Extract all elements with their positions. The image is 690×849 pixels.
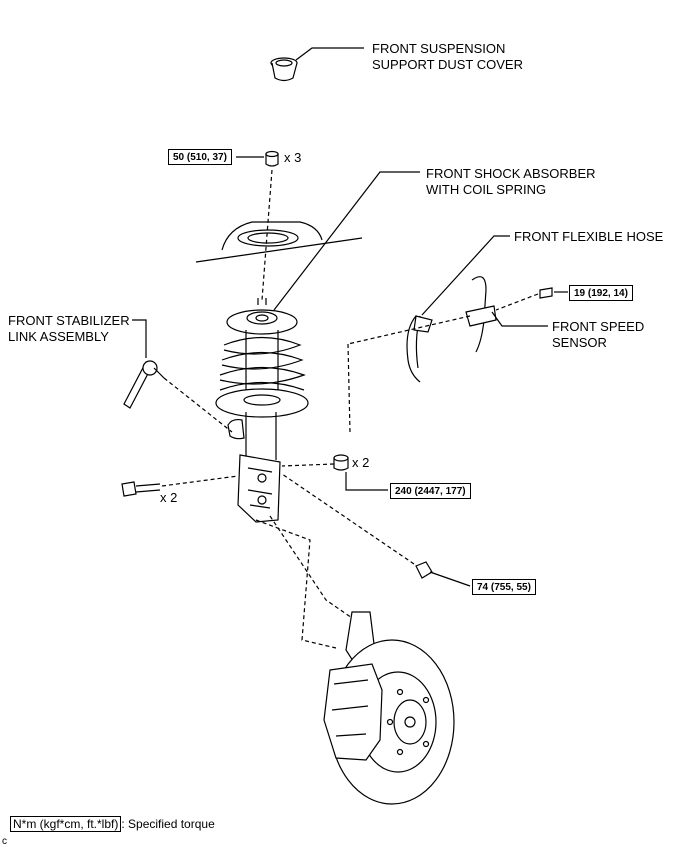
torque-box-top-nut: 50 (510, 37) bbox=[168, 149, 232, 165]
dust-cover-label: FRONT SUSPENSION SUPPORT DUST COVER bbox=[372, 41, 523, 73]
torque-legend: N*m (kgf*cm, ft.*lbf): Specified torque bbox=[10, 816, 215, 832]
torque-box-stabilizer-nut: 74 (755, 55) bbox=[472, 579, 536, 595]
stabilizer-link-label: FRONT STABILIZER LINK ASSEMBLY bbox=[8, 313, 130, 345]
top-nut-part bbox=[265, 150, 279, 167]
stabilizer-link-part bbox=[123, 360, 165, 409]
speed-sensor-part bbox=[465, 276, 497, 353]
stabilizer-link-label-line1: FRONT STABILIZER bbox=[8, 313, 130, 328]
stabilizer-nut-part bbox=[415, 561, 433, 579]
torque-box-sensor-bolt: 19 (192, 14) bbox=[569, 285, 633, 301]
legend-text: : Specified torque bbox=[121, 817, 215, 831]
dust-cover-part bbox=[270, 57, 298, 82]
shock-absorber-label-line2: WITH COIL SPRING bbox=[426, 182, 547, 197]
speed-sensor-label-line1: FRONT SPEED bbox=[552, 319, 645, 334]
body-panel-part bbox=[195, 221, 363, 263]
shock-absorber-part bbox=[215, 298, 309, 523]
shock-absorber-label: FRONT SHOCK ABSORBER WITH COIL SPRING bbox=[426, 166, 596, 198]
torque-box-knuckle-nut: 240 (2447, 177) bbox=[390, 483, 471, 499]
legend-unit-box: N*m (kgf*cm, ft.*lbf) bbox=[10, 816, 122, 832]
speed-sensor-label: FRONT SPEED SENSOR bbox=[552, 319, 644, 351]
knuckle-disc-part bbox=[323, 611, 455, 805]
dust-cover-label-line1: FRONT SUSPENSION bbox=[372, 41, 506, 56]
flexible-hose-label-line1: FRONT FLEXIBLE HOSE bbox=[514, 229, 664, 244]
corner-mark: c bbox=[2, 836, 7, 847]
speed-sensor-label-line2: SENSOR bbox=[552, 335, 607, 350]
qty-knuckle-nut: x 2 bbox=[352, 455, 370, 470]
qty-top-nut: x 3 bbox=[284, 150, 302, 165]
qty-knuckle-bolt: x 2 bbox=[160, 490, 178, 505]
flexible-hose-label: FRONT FLEXIBLE HOSE bbox=[514, 229, 663, 245]
sensor-bolt-part bbox=[539, 287, 553, 299]
stabilizer-link-label-line2: LINK ASSEMBLY bbox=[8, 329, 109, 344]
dust-cover-label-line2: SUPPORT DUST COVER bbox=[372, 57, 523, 72]
knuckle-bolt-part bbox=[121, 481, 161, 497]
knuckle-nut-part bbox=[333, 454, 349, 471]
shock-absorber-label-line1: FRONT SHOCK ABSORBER bbox=[426, 166, 596, 181]
